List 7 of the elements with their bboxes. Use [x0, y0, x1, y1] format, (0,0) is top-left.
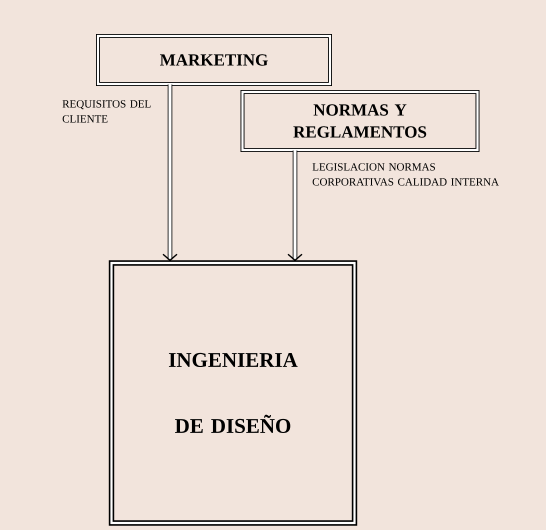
- process-box: NORMAS Y REGLAMENTOS: [240, 90, 480, 152]
- edge-label: LEGISLACION NORMAS CORPORATIVAS CALIDAD INTERNA: [312, 163, 499, 186]
- process-box: INGENIERIA DE DISEÑO: [108, 260, 358, 526]
- process-box: MARKETING: [96, 34, 332, 86]
- arrow: [162, 84, 178, 262]
- edge-label: REQUISITOS DEL CLIENTE: [62, 100, 151, 123]
- arrow: [288, 150, 302, 262]
